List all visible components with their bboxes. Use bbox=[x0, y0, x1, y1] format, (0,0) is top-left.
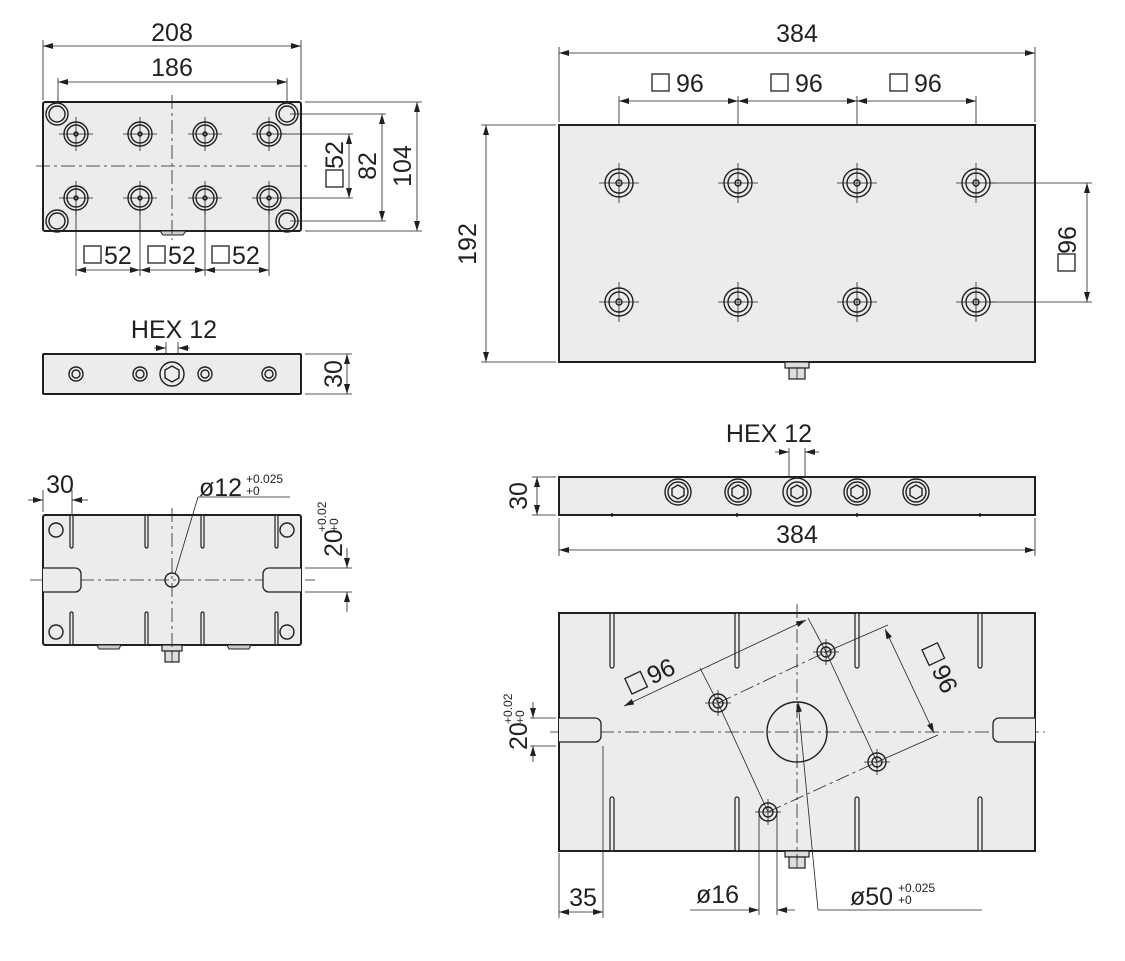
dim-width: 208 bbox=[151, 19, 193, 47]
dim-height: 192 bbox=[454, 223, 482, 265]
hole-diameter: ø16 bbox=[696, 881, 739, 909]
slot-tol-lower: +0 bbox=[327, 518, 341, 532]
square-symbol-icon bbox=[211, 245, 230, 264]
bore-diameter: ø12 bbox=[199, 474, 242, 502]
dim-hole-span: 186 bbox=[151, 54, 193, 82]
dim-pitch-sq-h-3: 52 bbox=[232, 242, 260, 270]
dim-pitch-sq-h-3: 96 bbox=[914, 70, 942, 98]
square-symbol-icon bbox=[921, 641, 946, 667]
slot-width: 20 bbox=[505, 722, 533, 750]
dim-edge-offset: 30 bbox=[46, 471, 74, 499]
hex-label: HEX 12 bbox=[131, 316, 217, 344]
square-symbol-icon bbox=[623, 670, 649, 695]
square-symbol-icon bbox=[147, 245, 166, 264]
dim-width: 384 bbox=[776, 20, 818, 48]
bore-tol-lower: +0 bbox=[246, 484, 260, 498]
square-symbol-icon bbox=[889, 73, 908, 92]
square-symbol-icon bbox=[83, 245, 102, 264]
dim-pitch-sq-h-2: 52 bbox=[168, 242, 196, 270]
dim-height: 104 bbox=[389, 145, 417, 187]
dim-pitch-sq-v: 96 bbox=[1054, 226, 1082, 254]
dim-thickness: 30 bbox=[505, 482, 533, 510]
bore-tol-upper: +0.025 bbox=[898, 881, 935, 895]
small-plate-side-view: HEX 12 30 bbox=[42, 316, 352, 395]
hex-bolt-icon bbox=[159, 361, 185, 387]
dim-pitch-v: 82 bbox=[354, 152, 382, 180]
slot-tol-upper: +0.02 bbox=[501, 693, 515, 724]
rotated-holes bbox=[705, 639, 890, 825]
hex-bolt-icon bbox=[664, 477, 930, 507]
bore-diameter: ø50 bbox=[850, 883, 893, 911]
small-plate-bottom-view: 30 ø12 +0.025 +0 20 +0.02 +0 bbox=[28, 471, 352, 663]
dim-pitch-sq-h-1: 96 bbox=[676, 70, 704, 98]
large-plate-top-view: 384 96 96 96 192 96 bbox=[454, 20, 1092, 380]
large-plate-bottom-view: 96 96 20 +0.02 +0 35 ø16 ø50 +0.025 +0 bbox=[501, 604, 1045, 918]
square-symbol-icon bbox=[770, 73, 789, 92]
slot-width: 20 bbox=[320, 529, 348, 557]
locating-pins bbox=[59, 117, 286, 215]
large-plate-side-view: HEX 12 30 384 bbox=[505, 420, 1036, 556]
dim-pitch-sq-h-1: 52 bbox=[104, 242, 132, 270]
dim-pitch-sq-v: 52 bbox=[321, 141, 349, 169]
slot-tol-lower: +0 bbox=[513, 710, 527, 724]
locating-pins bbox=[599, 163, 996, 322]
slot-tol-upper: +0.02 bbox=[315, 501, 329, 532]
small-plate-top-view: 208 186 104 82 bbox=[36, 19, 422, 276]
bore-tol-upper: +0.025 bbox=[246, 472, 283, 486]
bore-tol-lower: +0 bbox=[898, 893, 912, 907]
dim-pitch-sq-h-2: 96 bbox=[795, 70, 823, 98]
square-symbol-icon bbox=[1057, 253, 1076, 272]
dim-width: 384 bbox=[776, 521, 818, 549]
hex-label: HEX 12 bbox=[726, 420, 812, 448]
dim-edge-offset: 35 bbox=[569, 884, 597, 912]
square-symbol-icon bbox=[651, 73, 670, 92]
dim-thickness: 30 bbox=[320, 360, 348, 388]
hex-bolt-icon bbox=[784, 361, 810, 380]
square-symbol-icon bbox=[325, 169, 344, 188]
